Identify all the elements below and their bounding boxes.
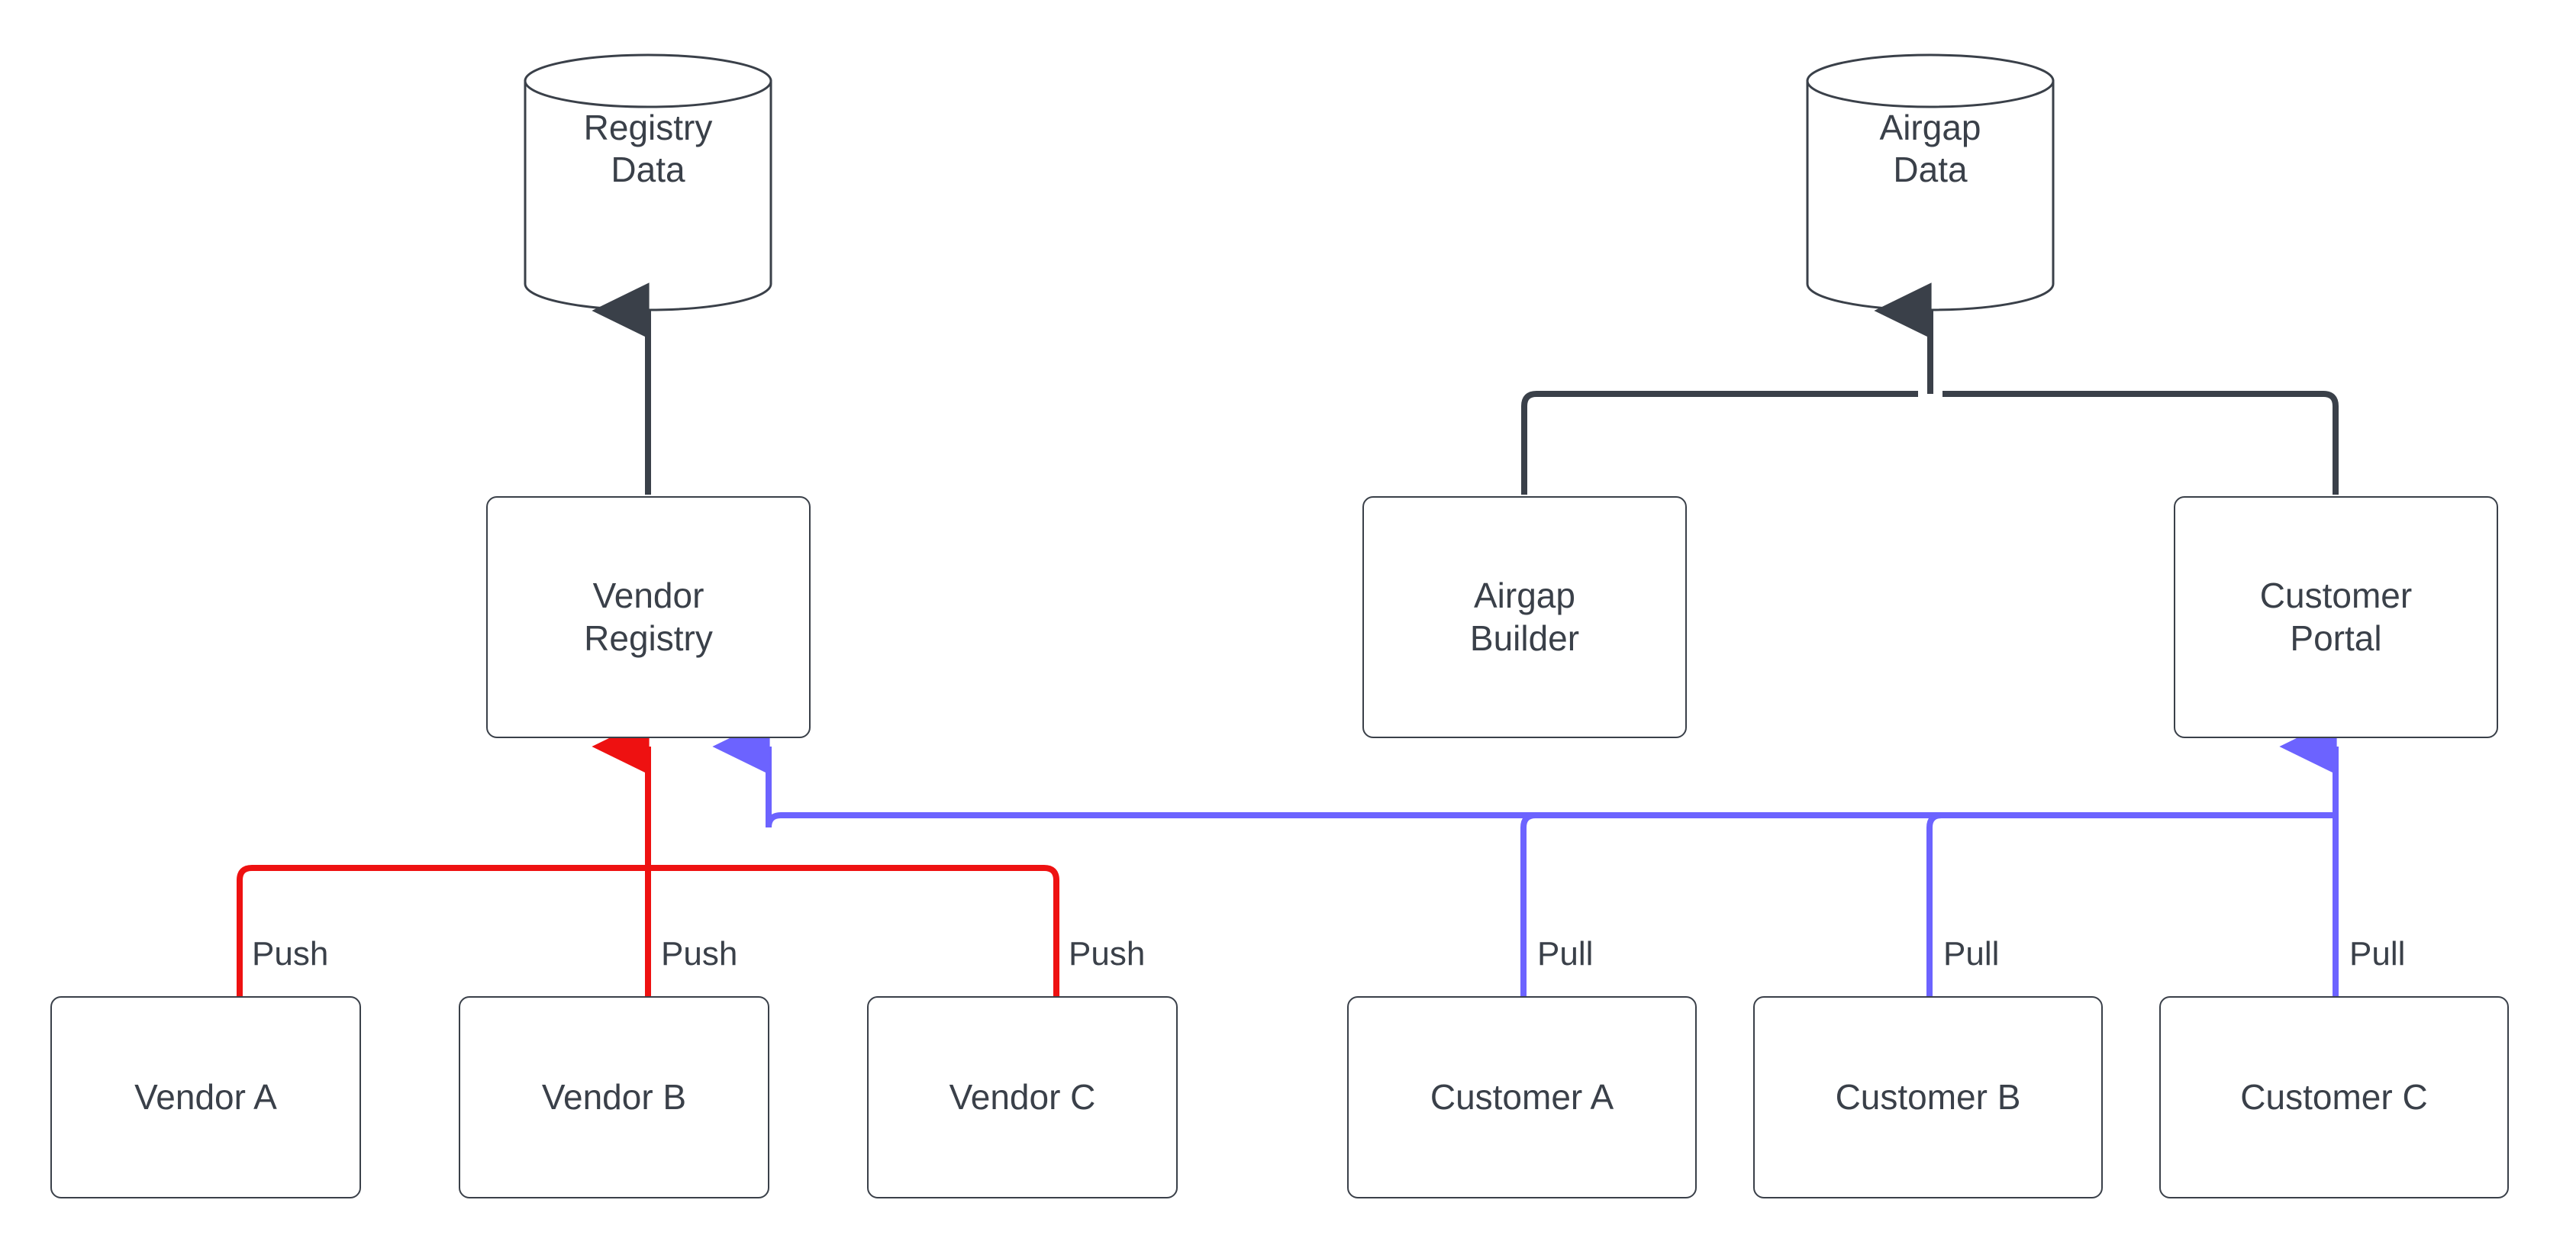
edge-pull-customer-b-stub bbox=[1926, 812, 1942, 996]
node-airgap-builder[interactable]: Airgap Builder bbox=[1362, 496, 1687, 738]
customer-c-label: Customer C bbox=[2240, 1076, 2428, 1117]
node-customer-b[interactable]: Customer B bbox=[1753, 996, 2103, 1198]
node-customer-c[interactable]: Customer C bbox=[2159, 996, 2509, 1198]
airgap-data-cylinder-shape bbox=[1806, 53, 2055, 311]
node-customer-a[interactable]: Customer A bbox=[1347, 996, 1697, 1198]
edge-pull-bus bbox=[766, 812, 2336, 828]
edge-pull-customer-a-stub bbox=[1520, 812, 1536, 996]
node-vendor-b[interactable]: Vendor B bbox=[459, 996, 769, 1198]
vendor-registry-label: Vendor Registry bbox=[584, 576, 713, 658]
edge-label-push-a: Push bbox=[252, 935, 329, 973]
vendor-c-label: Vendor C bbox=[949, 1076, 1096, 1117]
vendor-b-label: Vendor B bbox=[541, 1076, 687, 1117]
edge-label-push-c: Push bbox=[1069, 935, 1146, 973]
vendor-a-label: Vendor A bbox=[134, 1076, 277, 1117]
edge-airgap-builder-to-bus bbox=[1521, 391, 1918, 495]
airgap-data-label: Airgap Data bbox=[1879, 107, 1981, 189]
airgap-builder-label: Airgap Builder bbox=[1469, 576, 1580, 658]
edge-customer-portal-to-bus bbox=[1942, 391, 2339, 495]
node-vendor-c[interactable]: Vendor C bbox=[867, 996, 1178, 1198]
node-customer-portal[interactable]: Customer Portal bbox=[2174, 496, 2498, 738]
customer-b-label: Customer B bbox=[1835, 1076, 2021, 1117]
registry-data-label: Registry Data bbox=[583, 107, 713, 189]
edge-label-push-b: Push bbox=[661, 935, 738, 973]
registry-data-cylinder-shape bbox=[524, 53, 772, 311]
node-vendor-registry[interactable]: Vendor Registry bbox=[486, 496, 811, 738]
edge-label-pull-c: Pull bbox=[2349, 935, 2406, 973]
customer-portal-label: Customer Portal bbox=[2259, 576, 2413, 658]
edge-label-pull-a: Pull bbox=[1537, 935, 1594, 973]
node-vendor-a[interactable]: Vendor A bbox=[50, 996, 361, 1198]
edge-label-pull-b: Pull bbox=[1943, 935, 2000, 973]
customer-a-label: Customer A bbox=[1430, 1076, 1614, 1117]
